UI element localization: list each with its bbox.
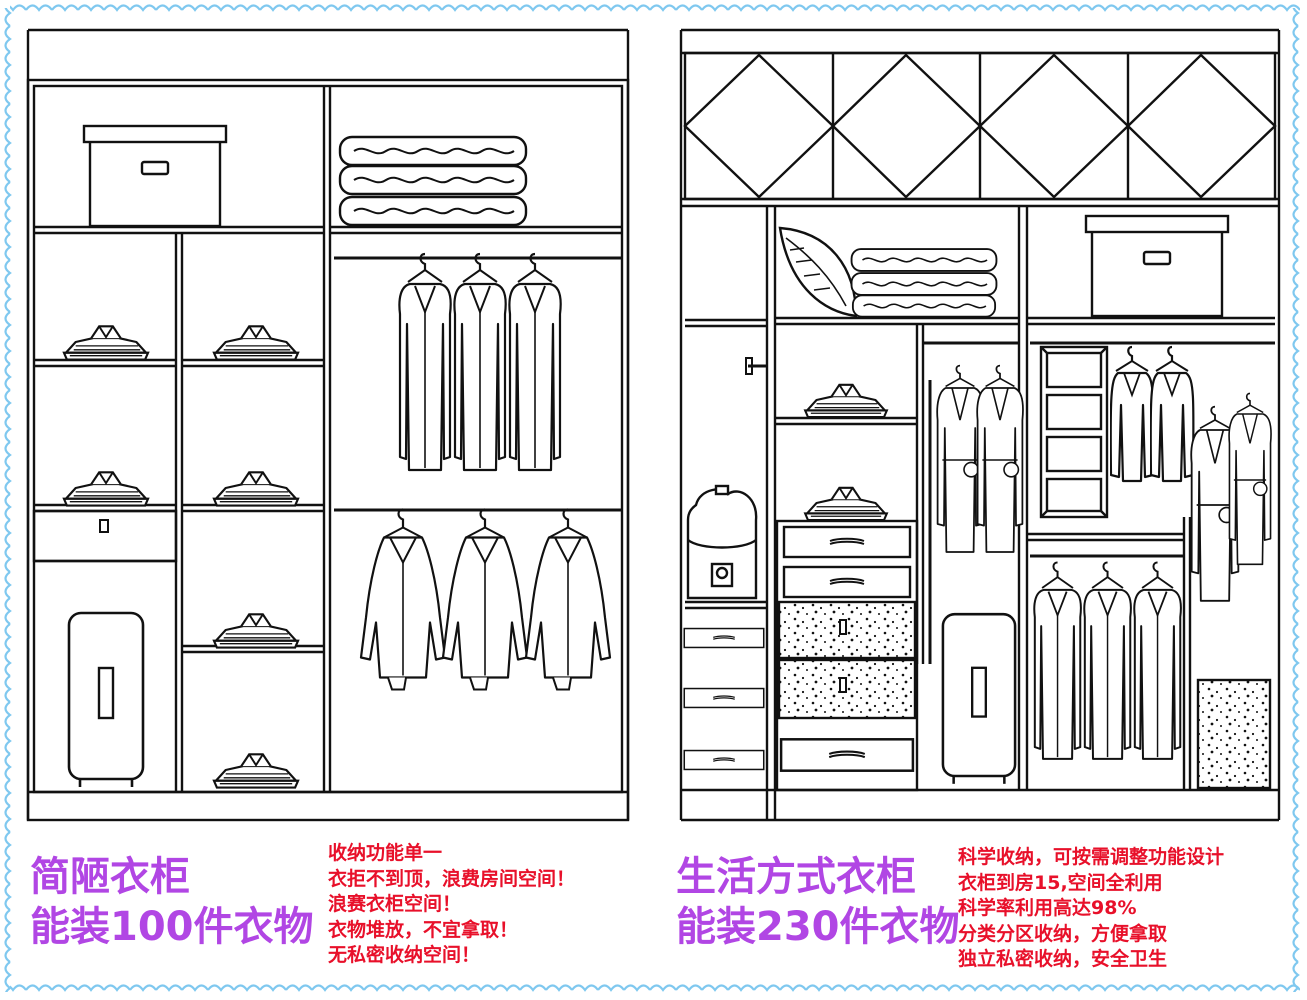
note-item: 衣物堆放，不宜拿取！	[328, 918, 519, 941]
lifestyle-wardrobe-notes: 科学收纳，可按需调整功能设计 衣柜到房15,空间全利用 科学率利用高达98% 分…	[958, 845, 1224, 973]
note-item: 独立私密收纳，安全卫生	[958, 948, 1168, 971]
lifestyle-wardrobe-capacity: 能装230件衣物	[676, 904, 960, 950]
note-item: 衣柜到房15,空间全利用	[958, 871, 1163, 894]
handbag	[686, 484, 758, 600]
note-item: 分类分区收纳，方便拿取	[958, 922, 1168, 945]
simple-wardrobe-notes: 收纳功能单一 衣拒不到顶，浪费房间空间！ 浪赛衣柜空间！ 衣物堆放，不宜拿取！ …	[328, 841, 575, 969]
lifestyle-wardrobe-title: 生活方式衣柜 能装230件衣物	[676, 852, 960, 952]
note-item: 衣拒不到顶，浪费房间空间！	[328, 867, 576, 890]
lifestyle-wardrobe-drawing	[679, 28, 1281, 822]
simple-wardrobe-drawing	[26, 28, 630, 822]
lifestyle-wardrobe-title-line1: 生活方式衣柜	[676, 854, 916, 900]
note-item: 无私密收纳空间！	[328, 944, 481, 967]
note-item: 科学率利用高达98%	[958, 897, 1137, 920]
simple-wardrobe-title: 简陋衣柜 能装100件衣物	[30, 852, 314, 952]
note-item: 科学收纳，可按需调整功能设计	[958, 846, 1225, 868]
simple-wardrobe-title-line1: 简陋衣柜	[30, 854, 190, 900]
pillow	[778, 226, 858, 318]
note-item: 收纳功能单一	[328, 842, 443, 864]
note-item: 浪赛衣柜空间！	[328, 893, 462, 916]
scalloped-border	[4, 0, 1304, 997]
simple-wardrobe-capacity: 能装100件衣物	[30, 904, 314, 950]
